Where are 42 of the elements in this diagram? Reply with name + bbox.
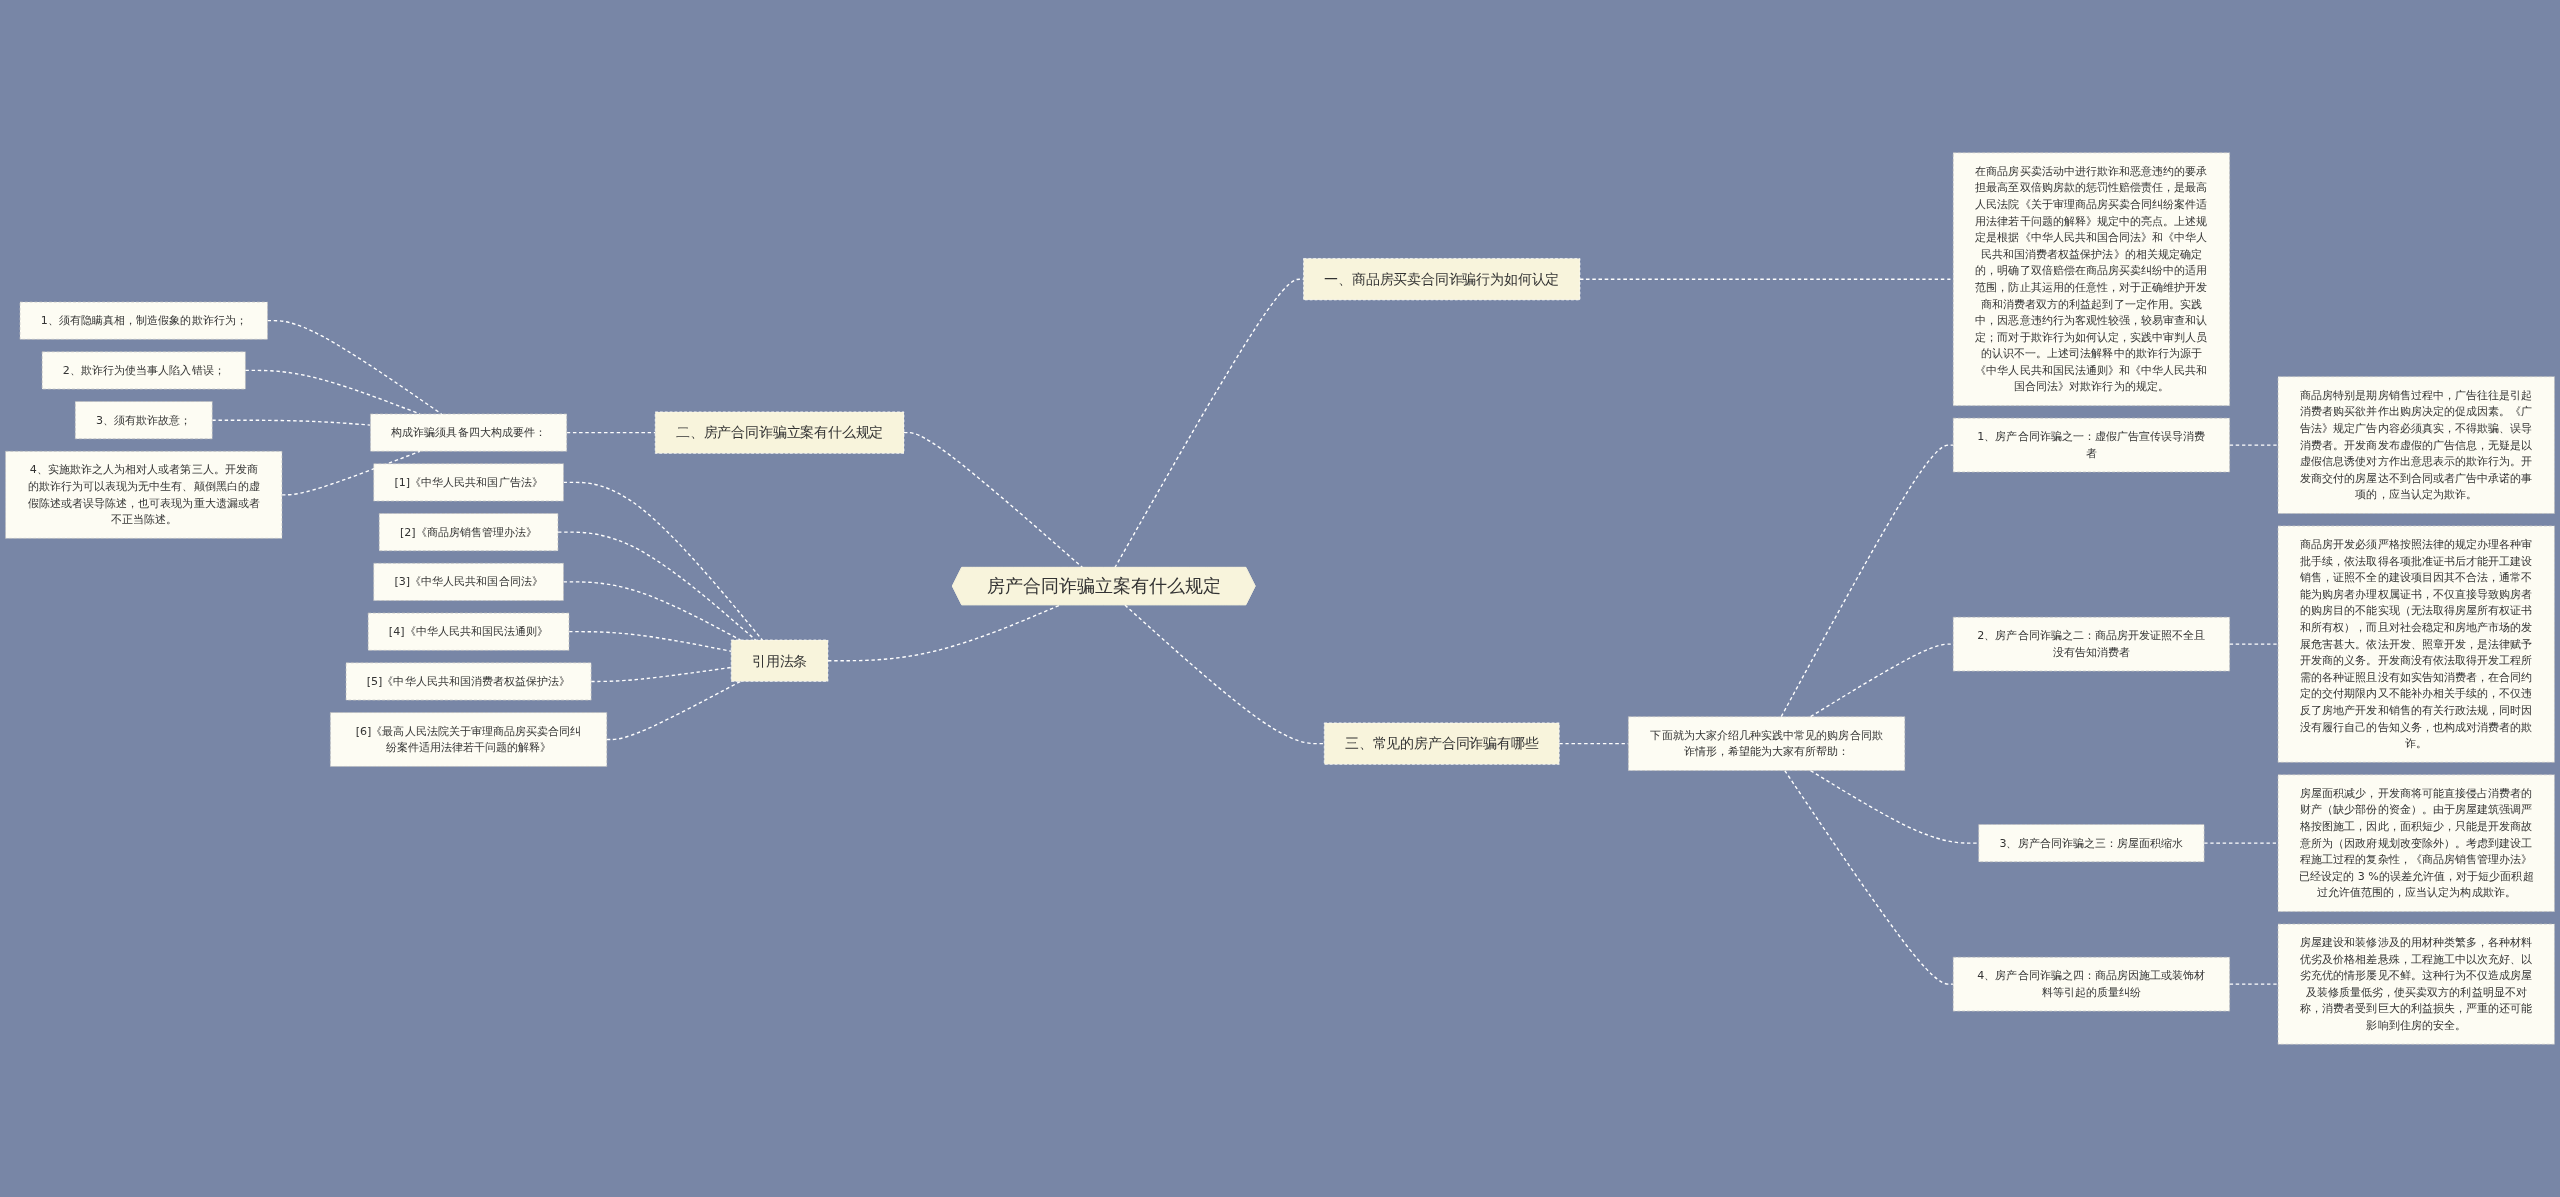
node-box: 2、房产合同诈骗之二：商品房开发证照不全且没有告知消费者: [1952, 616, 2230, 672]
connector: [903, 431, 1084, 569]
connector: [2228, 444, 2279, 446]
node-box: 构成诈骗须具备四大构成要件：: [370, 413, 568, 452]
node-box: 4、房产合同诈骗之四：商品房因施工或装饰材料等引起的质量纠纷: [1952, 956, 2230, 1012]
connector: [562, 481, 763, 641]
node-box: [5]《中华人民共和国消费者权益保护法》: [345, 662, 592, 701]
node-box: [6]《最高人民法院关于审理商品房买卖合同纠纷案件适用法律若干问题的解释》: [330, 712, 608, 767]
node-box: 房屋建设和装修涉及的用材种类繁多，各种材料优劣及价格相差悬殊，工程施工中以次充好、以劣充优的情形屡见不鲜。这种行为不仅造成房屋及装修质量低劣，使买卖双方的利益明显不对称，消费者受到巨大的利益损失，严重的还可能影响到住房的安全。: [2277, 923, 2555, 1045]
connector: [1809, 643, 1954, 718]
node-box: [4]《中华人民共和国民法通则》: [367, 612, 570, 651]
connector: [568, 630, 732, 652]
node-box: 二、房产合同诈骗立案有什么规定: [654, 411, 905, 454]
connector: [1780, 444, 1954, 718]
node-box: 3、须有欺诈故意；: [74, 401, 213, 440]
connector: [1124, 604, 1325, 745]
connector: [2203, 842, 2279, 844]
connector: [590, 666, 732, 683]
node-box: 一、商品房买卖合同诈骗行为如何认定: [1303, 258, 1581, 301]
connector: [1809, 769, 1980, 844]
node-box: 4、实施欺诈之人为相对人或者第三人。开发商的欺诈行为可以表现为无中生有、颠倒黑白的虚假陈述或者误导陈述，也可表现为重大遗漏或者不正当陈述。: [5, 450, 283, 539]
node-box: 引用法条: [730, 639, 829, 682]
connector: [2228, 643, 2279, 645]
node-box: 3、房产合同诈骗之三：房屋面积缩水: [1978, 824, 2205, 863]
node-box: 2、欺诈行为使当事人陷入错误；: [41, 351, 246, 390]
connector: [606, 680, 742, 741]
node-box: [1]《中华人民共和国广告法》: [373, 463, 564, 502]
connector: [1784, 769, 1954, 985]
node-box: 商品房开发必须严格按照法律的规定办理各种审批手续，依法取得各项批准证书后才能开工建设销售，证照不全的建设项目因其不合法，通常不能为购房者办理权属证书，不仅直接导致购房者的购房目的不能实现（无法取得房屋所有权证书和所有权），而且对社会稳定和房地产市场的发展危害甚大。依法开发、照章开发，是法律赋予开发商的义务。开发商没有依法取得开发工程所需的各种证照且没有如实告知消费者，在合同约定的交付期限内又不能补办相关手续的，不仅违反了房地产开发和销售的有关行政法规，同时因没有履行自己的告知义务，也构成对消费者的欺诈。: [2277, 525, 2555, 763]
node-box: [3]《中华人民共和国合同法》: [373, 562, 564, 601]
node-box: 1、须有隐瞒真相，制造假象的欺诈行为；: [19, 301, 268, 340]
node-box: 商品房特别是期房销售过程中，广告往往是引起消费者购买欲并作出购房决定的促成因素。《广告法》规定广告内容必须真实，不得欺骗、误导消费者。开发商发布虚假的广告信息，无疑是以虚假信息诱使对方作出意思表示的欺诈行为。开发商交付的房屋达不到合同或者广告中承诺的事项的，应当认定为欺诈。: [2277, 376, 2555, 514]
connector: [2228, 983, 2279, 985]
connector: [566, 431, 656, 434]
node-box: [2]《商品房销售管理办法》: [378, 513, 559, 552]
connector: [211, 419, 372, 426]
node-box: 1、房产合同诈骗之一：虚假广告宣传误导消费者: [1952, 417, 2230, 473]
node-box: 在商品房买卖活动中进行欺诈和恶意违约的要承担最高至双倍购房款的惩罚性赔偿责任，是最高人民法院《关于审理商品房买卖合同纠纷案件适用法律若干问题的解释》规定中的亮点。上述规定是根据《中华人民共和国合同法》和《中华人民共和国消费者权益保护法》的相关规定确定的，明确了双倍赔偿在商品房买卖纠纷中的适用范围，防止其运用的任意性，对于正确维护开发商和消费者双方的利益起到了一定作用。实践中，因恶意违约行为客观性较强，较易审查和认定；而对于欺诈行为如何认定，实践中审判人员的认识不一。上述司法解释中的欺诈行为源于《中华人民共和国民法通则》和《中华人民共和国合同法》对欺诈行为的规定。: [1952, 152, 2230, 406]
node-box: 三、常见的房产合同诈骗有哪些: [1323, 722, 1560, 765]
connector: [827, 604, 1061, 662]
node-box: 下面就为大家介绍几种实践中常见的购房合同欺诈情形，希望能为大家有所帮助：: [1628, 716, 1906, 771]
node-box: 房屋面积减少，开发商将可能直接侵占消费者的财产（缺少部份的资金）。由于房屋建筑强调严格按图施工，因此，面积短少，只能是开发商故意所为（因政府规划改变除外）。考虑到建设工程施工过程的复杂性，《商品房销售管理办法》已经设定的 3 %的误差允许值，对于短少面积超过允许值范围的，应当认定为构成欺诈。: [2277, 774, 2555, 912]
